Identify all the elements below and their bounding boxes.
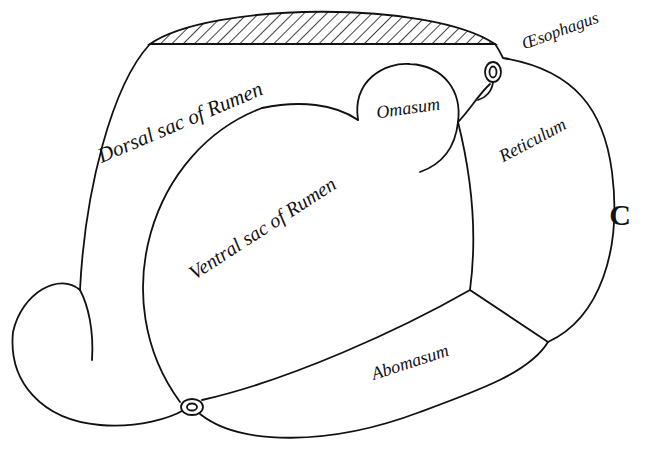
figure-letter: C	[609, 200, 631, 230]
reticulum-line	[458, 84, 490, 122]
ventral-sac-top	[262, 104, 358, 120]
stomach-outline	[200, 44, 614, 438]
part-name: Ventral sac of Rumen	[185, 173, 339, 283]
part-name: Dorsal sac of Rumen	[95, 78, 266, 166]
blind-sac-line	[80, 290, 92, 360]
part-name: Œsophagus	[519, 8, 600, 51]
pylorus-ring-inner	[187, 404, 197, 411]
oesophagus-ring	[485, 62, 501, 82]
omasum-outline	[357, 64, 458, 172]
abomasum-edge	[202, 290, 470, 400]
oesophagus-line	[478, 82, 493, 100]
oesophagus-ring-inner	[490, 67, 497, 78]
pylorus-ring	[181, 399, 203, 415]
part-name: Abomasum	[369, 341, 451, 383]
part-name: Reticulum	[496, 115, 569, 165]
rumen-outline	[13, 44, 184, 426]
part-name: Omasum	[375, 95, 441, 122]
hatched-band	[150, 12, 495, 44]
